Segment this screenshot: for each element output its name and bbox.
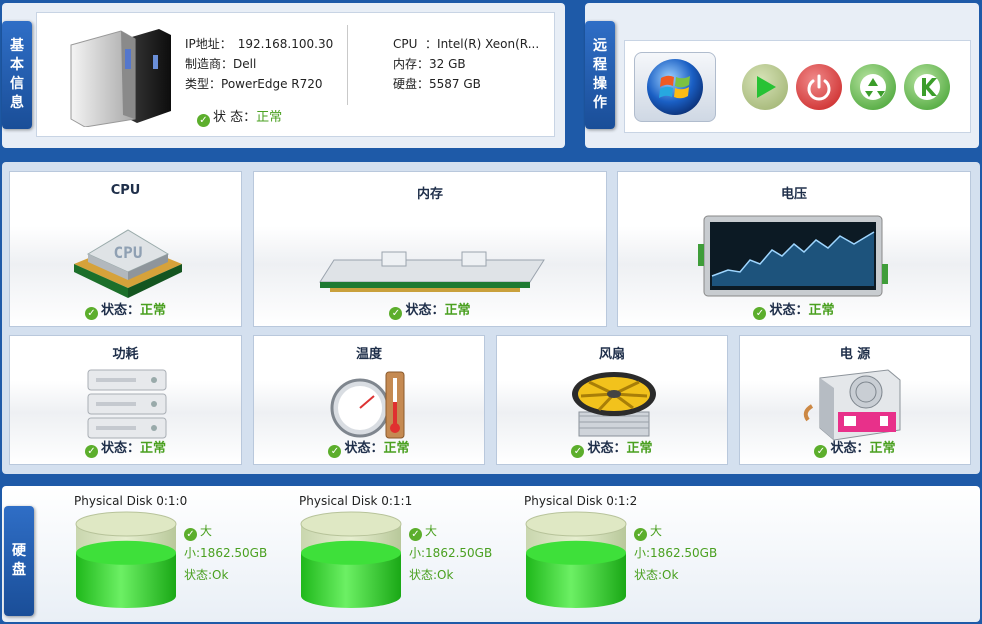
- disk-status: 状态:Ok: [184, 568, 229, 582]
- check-icon: ✓: [409, 528, 422, 541]
- memory-module-icon: [319, 251, 545, 292]
- check-icon: ✓: [389, 307, 403, 320]
- disk-value: 5587 GB: [429, 77, 481, 91]
- memory-card[interactable]: 内存 ✓状态：正常: [253, 171, 607, 327]
- power-consumption-status: ✓状态：正常: [10, 437, 241, 458]
- disk-size-prefix: 大: [200, 524, 213, 538]
- temperature-status: ✓状态：正常: [254, 437, 484, 458]
- disk-usage-cylinder[interactable]: [74, 510, 178, 614]
- thermometer-gauge-icon: [330, 371, 405, 439]
- ip-label: IP地址：: [185, 37, 232, 51]
- voltage-monitor-icon: [698, 215, 888, 297]
- start-button[interactable]: [742, 64, 788, 110]
- disk-info: ✓大小:1862.50GB 状态:Ok: [184, 520, 267, 586]
- card-title: 电 源: [839, 347, 871, 362]
- check-icon: ✓: [328, 445, 342, 458]
- basic-info-tab[interactable]: 基 本 信 息: [2, 21, 32, 129]
- card-title: 风扇: [598, 347, 625, 362]
- cpu-label: CPU ：: [393, 37, 438, 51]
- cpu-card[interactable]: CPU CPU ✓状态：正常: [9, 171, 242, 327]
- temperature-card[interactable]: 温度 ✓状态：正常: [253, 335, 485, 465]
- check-icon: ✓: [184, 528, 197, 541]
- disk-info: ✓大小:1862.50GB 状态:Ok: [409, 520, 492, 586]
- remote-ops-body: [624, 40, 971, 133]
- disk-size: 小:1862.50GB: [184, 546, 268, 560]
- check-icon: ✓: [571, 445, 585, 458]
- disk-size-prefix: 大: [425, 524, 438, 538]
- play-icon: [757, 76, 776, 98]
- disk-info: ✓大小:1862.50GB 状态:Ok: [634, 520, 717, 586]
- power-consumption-card[interactable]: 功耗 ✓状态：正常: [9, 335, 242, 465]
- power-supply-card[interactable]: 电 源 ✓状态：正常: [739, 335, 971, 465]
- power-button[interactable]: [796, 64, 842, 110]
- svg-text:CPU: CPU: [114, 243, 143, 262]
- power-icon: [807, 74, 831, 101]
- recycle-icon: [860, 74, 886, 100]
- card-title: 温度: [355, 347, 382, 362]
- check-icon: ✓: [753, 307, 767, 320]
- cpu-status: ✓状态：正常: [10, 299, 241, 320]
- disk-size: 小:1862.50GB: [409, 546, 493, 560]
- disk-name: Physical Disk 0:1:1: [299, 494, 413, 508]
- check-icon: ✓: [197, 114, 210, 127]
- memory-status: ✓状态：正常: [254, 299, 606, 320]
- type-value: PowerEdge R720: [221, 77, 323, 91]
- windows-logo-icon: [647, 59, 703, 115]
- windows-logo-button[interactable]: [634, 52, 716, 122]
- server-stack-icon: [87, 369, 167, 439]
- card-title: 内存: [416, 187, 443, 202]
- remote-ops-panel: 远 程 操 作: [585, 3, 979, 148]
- mem-value: 32 GB: [429, 57, 466, 71]
- card-title: 功耗: [112, 347, 139, 362]
- basic-info-body: IP地址： 192.168.100.30 制造商：Dell 类型：PowerEdg…: [36, 12, 555, 137]
- disk-usage-cylinder[interactable]: [299, 510, 403, 614]
- disk-name: Physical Disk 0:1:2: [524, 494, 638, 508]
- info-divider: [347, 25, 348, 105]
- disk-status: 状态:Ok: [634, 568, 679, 582]
- ip-value: 192.168.100.30: [237, 37, 334, 51]
- check-icon: ✓: [634, 528, 647, 541]
- disk-status: 状态:Ok: [409, 568, 454, 582]
- cpu-chip-icon: CPU: [74, 229, 182, 298]
- voltage-status: ✓状态：正常: [618, 299, 970, 320]
- disk-usage-cylinder[interactable]: [524, 510, 628, 614]
- disk-size: 小:1862.50GB: [634, 546, 718, 560]
- maker-label: 制造商：: [185, 57, 234, 71]
- fan-icon: [572, 372, 656, 437]
- k-icon: [914, 74, 940, 100]
- check-icon: ✓: [84, 445, 98, 458]
- card-title: CPU: [110, 183, 141, 198]
- monitor-panel: CPU CPU ✓状态：正常 内存 ✓状态：正常 电压: [2, 162, 980, 474]
- power-supply-icon: [803, 369, 901, 441]
- cpu-value: Intel(R) Xeon(R...: [437, 37, 540, 51]
- remote-ops-tab[interactable]: 远 程 操 作: [585, 21, 615, 129]
- fan-status: ✓状态：正常: [497, 437, 727, 458]
- basic-info-panel: 基 本 信 息 IP地址： 192.168.100.30 制造商：Dell 类型：…: [2, 3, 565, 148]
- mem-label: 内存：: [393, 57, 430, 71]
- power-supply-status: ✓状态：正常: [740, 437, 970, 458]
- type-label: 类型：: [185, 77, 222, 91]
- check-icon: ✓: [84, 307, 98, 320]
- kill-button[interactable]: [904, 64, 950, 110]
- card-title: 电压: [780, 187, 807, 202]
- basic-status: ✓状 态：正常: [197, 106, 282, 127]
- recycle-button[interactable]: [850, 64, 896, 110]
- voltage-card[interactable]: 电压 ✓状态：正常: [617, 171, 971, 327]
- server-icon: [70, 29, 171, 127]
- disk-name: Physical Disk 0:1:0: [74, 494, 188, 508]
- fan-card[interactable]: 风扇 ✓状态：正常: [496, 335, 728, 465]
- disk-size-prefix: 大: [650, 524, 663, 538]
- maker-value: Dell: [233, 57, 257, 71]
- disk-tab[interactable]: 硬 盘: [4, 506, 34, 616]
- disk-label: 硬盘：: [393, 77, 430, 91]
- check-icon: ✓: [814, 445, 828, 458]
